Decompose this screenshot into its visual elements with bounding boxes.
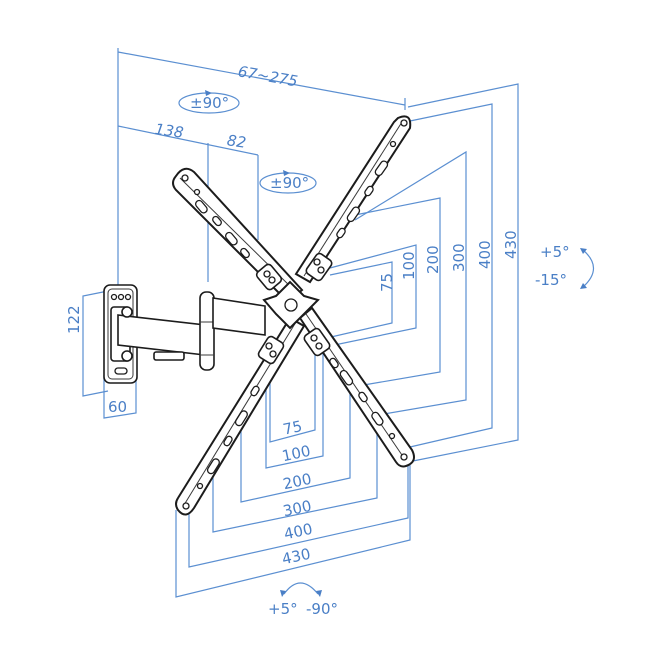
dimension-lines: [82, 48, 519, 598]
swivel-1-label: ±90°: [190, 94, 229, 112]
arm-segment-2-label: 82: [226, 131, 247, 151]
wall-plate-width-label: 60: [108, 398, 127, 416]
vesa-v-400-label: 400: [476, 240, 494, 269]
vesa-h-200-label: 200: [281, 470, 313, 494]
tilt-down-label: -15°: [535, 271, 567, 289]
vesa-x-bracket: [172, 115, 415, 516]
swivel-2-label: ±90°: [270, 174, 309, 192]
vesa-v-100-label: 100: [400, 251, 418, 280]
rotation-right-label: -90°: [306, 600, 338, 618]
vesa-h-75-label: 75: [281, 417, 303, 439]
swivel-arrow-icon-1: [178, 90, 240, 114]
vesa-h-100-label: 100: [280, 442, 312, 466]
swivel-arrow-icon-2: [259, 170, 317, 194]
vesa-v-430-label: 430: [502, 230, 520, 259]
vesa-h-430-label: 430: [280, 545, 312, 569]
vesa-v-75-label: 75: [378, 273, 396, 292]
vesa-h-300-label: 300: [281, 497, 313, 521]
vesa-h-400-label: 400: [282, 520, 314, 544]
arm-segment-1-label: 138: [154, 120, 185, 142]
rotation-left-label: +5°: [268, 600, 298, 618]
swing-arm: [117, 291, 266, 371]
tilt-arrow-icon: [580, 248, 595, 289]
wall-plate-height-label: 122: [65, 305, 83, 334]
rotation-arrow-icon: [280, 582, 322, 597]
arm-extension-label: 67~275: [237, 62, 300, 90]
tilt-up-label: +5°: [540, 243, 570, 261]
vesa-v-200-label: 200: [424, 245, 442, 274]
vesa-v-300-label: 300: [450, 243, 468, 272]
